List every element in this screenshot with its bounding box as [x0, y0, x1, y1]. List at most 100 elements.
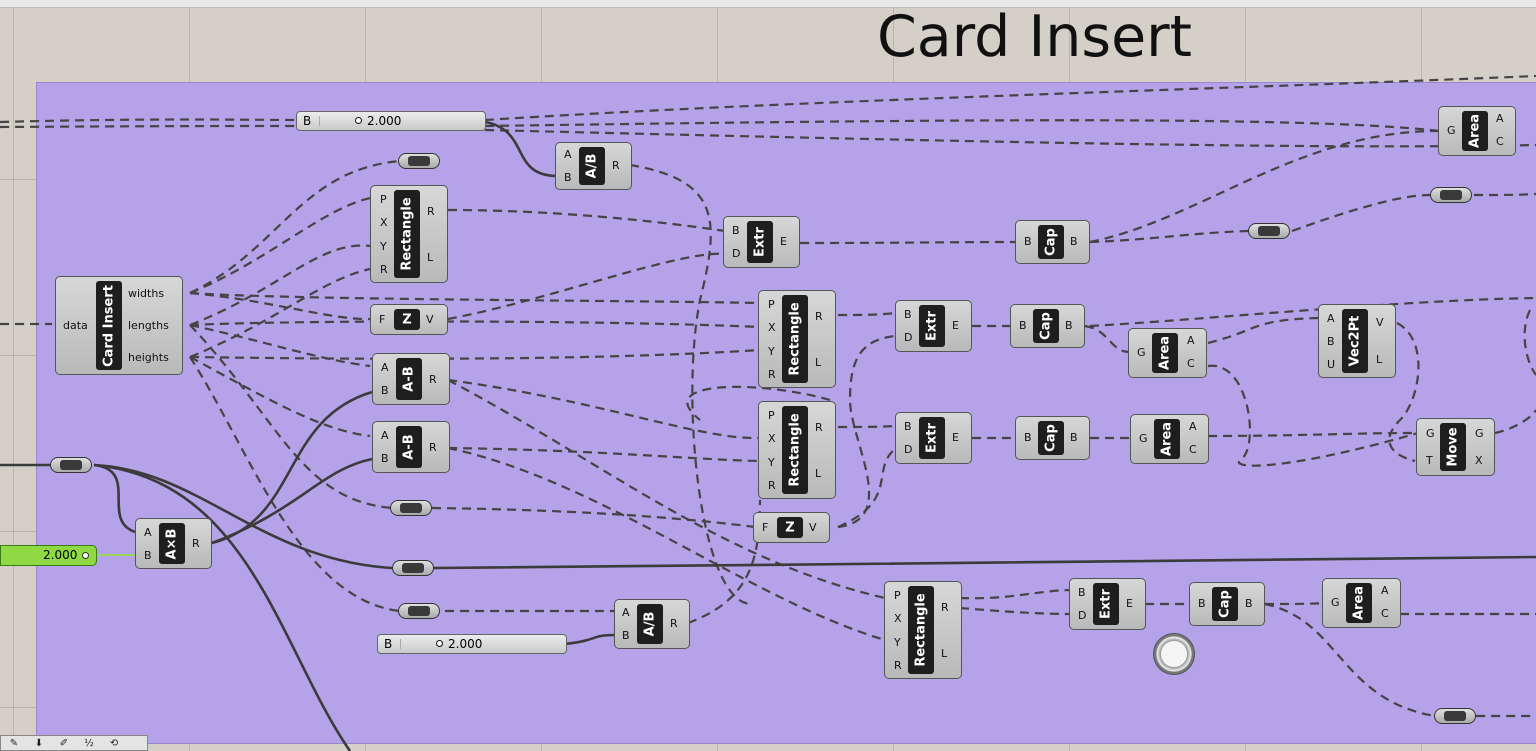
- relay-node[interactable]: [1434, 708, 1476, 724]
- input-port-y: Y: [380, 240, 387, 253]
- unit-z-component[interactable]: F Z V: [370, 304, 448, 335]
- cap-holes-component[interactable]: B Cap B: [1010, 304, 1085, 348]
- number-parameter[interactable]: 2.000: [0, 545, 97, 566]
- output-port-e: E: [952, 319, 959, 332]
- input-port-p: P: [768, 298, 775, 311]
- input-port-d: D: [904, 331, 913, 344]
- output-port-a: A: [1381, 584, 1389, 597]
- component-nickname: Extr: [919, 417, 945, 459]
- output-port-b: B: [1070, 431, 1078, 444]
- input-port-x: X: [768, 321, 776, 334]
- input-port-b: B: [622, 629, 630, 642]
- component-nickname: Card Insert: [96, 281, 122, 370]
- output-port-l: L: [815, 467, 822, 480]
- unit-z-component[interactable]: F Z V: [753, 512, 830, 543]
- output-port-r: R: [815, 421, 823, 434]
- area-component[interactable]: G Area A C: [1322, 578, 1401, 628]
- division-component[interactable]: A B A/B R: [555, 142, 632, 190]
- output-port-b: B: [1245, 597, 1253, 610]
- slider-track[interactable]: [400, 639, 556, 649]
- relay-node[interactable]: [398, 603, 440, 619]
- component-nickname: Rectangle: [782, 406, 808, 494]
- pen-icon[interactable]: ✐: [59, 738, 69, 749]
- output-port-c: C: [1496, 135, 1504, 148]
- cap-holes-component[interactable]: B Cap B: [1189, 582, 1265, 626]
- relay-node[interactable]: [1248, 223, 1290, 239]
- extrude-component[interactable]: B D Extr E: [895, 300, 972, 352]
- slider-value: 2.000: [367, 114, 402, 128]
- relay-node[interactable]: [50, 457, 92, 473]
- output-port-heights: heights: [128, 351, 169, 364]
- slider-knob[interactable]: [355, 117, 362, 124]
- input-port-b: B: [732, 224, 740, 237]
- download-icon[interactable]: ⬇: [34, 738, 44, 749]
- extrude-component[interactable]: B D Extr E: [723, 216, 800, 268]
- subtraction-component[interactable]: A B A-B R: [372, 353, 450, 405]
- output-port-widths: widths: [128, 287, 165, 300]
- division-component[interactable]: A B A/B R: [614, 599, 690, 649]
- card-insert-component[interactable]: data Card Insert widths lengths heights: [55, 276, 183, 375]
- subtraction-component[interactable]: A B A-B R: [372, 421, 450, 473]
- extrude-component[interactable]: B D Extr E: [895, 412, 972, 464]
- component-nickname: Cap: [1038, 421, 1064, 455]
- output-port-c: C: [1189, 443, 1197, 456]
- slider-label: B: [384, 637, 393, 651]
- rectangle-component[interactable]: P X Y R Rectangle R L: [758, 401, 836, 499]
- output-port-r: R: [815, 310, 823, 323]
- multiplication-component[interactable]: A B A×B R: [135, 518, 212, 569]
- area-component[interactable]: G Area A C: [1130, 414, 1209, 464]
- cap-holes-component[interactable]: B Cap B: [1015, 416, 1090, 460]
- input-port-b: B: [904, 420, 912, 433]
- rectangle-component[interactable]: P X Y R Rectangle R L: [370, 185, 448, 283]
- undo-icon[interactable]: ⟲: [109, 738, 119, 749]
- number-slider[interactable]: B 2.000: [377, 634, 567, 654]
- input-port-b: B: [564, 171, 572, 184]
- number-slider[interactable]: B 2.000: [296, 111, 486, 131]
- vector-2pt-component[interactable]: A B U Vec2Pt V L: [1318, 304, 1396, 378]
- relay-node[interactable]: [390, 500, 432, 516]
- input-port-f: F: [379, 313, 386, 326]
- input-port-b: B: [1327, 335, 1335, 348]
- component-nickname: Z: [394, 309, 420, 330]
- component-nickname: Area: [1346, 583, 1372, 623]
- output-port-l: L: [1376, 353, 1383, 366]
- area-component[interactable]: G Area A C: [1438, 106, 1516, 156]
- output-port-b: B: [1070, 235, 1078, 248]
- sketch-icon[interactable]: ✎: [9, 738, 19, 749]
- input-port-a: A: [144, 526, 152, 539]
- cap-holes-component[interactable]: B Cap B: [1015, 220, 1090, 264]
- rectangle-component[interactable]: P X Y R Rectangle R L: [758, 290, 836, 388]
- output-grip[interactable]: [82, 552, 89, 559]
- slider-track[interactable]: [319, 116, 475, 126]
- relay-node[interactable]: [392, 560, 434, 576]
- input-port-r: R: [894, 659, 902, 672]
- input-port-y: Y: [768, 456, 775, 469]
- output-port-e: E: [1126, 597, 1133, 610]
- output-port-r: R: [429, 441, 437, 454]
- area-component[interactable]: G Area A C: [1128, 328, 1207, 378]
- rectangle-component[interactable]: P X Y R Rectangle R L: [884, 581, 962, 679]
- component-nickname: A/B: [579, 147, 605, 185]
- output-port-l: L: [941, 647, 948, 660]
- input-port-y: Y: [768, 345, 775, 358]
- component-nickname: A/B: [637, 604, 663, 644]
- input-port-b: B: [381, 452, 389, 465]
- rotate-gizmo-icon[interactable]: [1153, 633, 1195, 675]
- output-port-lengths: lengths: [128, 319, 169, 332]
- input-port-d: D: [1078, 609, 1087, 622]
- dashed-wires: [0, 74, 1536, 718]
- slider-knob[interactable]: [436, 640, 443, 647]
- output-port-v: V: [809, 521, 817, 534]
- input-port-p: P: [894, 589, 901, 602]
- relay-node[interactable]: [398, 153, 440, 169]
- move-component[interactable]: G T Move G X: [1416, 418, 1495, 476]
- input-port-g: G: [1137, 346, 1146, 359]
- input-port-x: X: [894, 612, 902, 625]
- fraction-icon[interactable]: ½: [84, 738, 94, 749]
- relay-node[interactable]: [1430, 187, 1472, 203]
- component-nickname: Extr: [1093, 583, 1119, 625]
- output-port-v: V: [1376, 316, 1384, 329]
- extrude-component[interactable]: B D Extr E: [1069, 578, 1146, 630]
- input-port-g: G: [1426, 427, 1435, 440]
